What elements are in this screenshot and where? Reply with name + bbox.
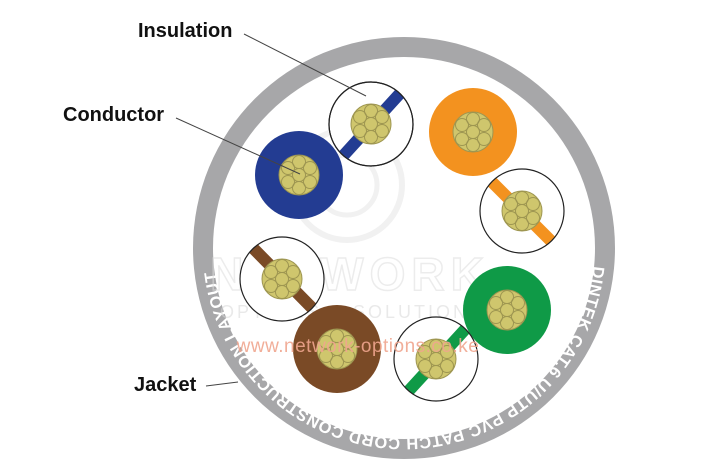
conductor-leader-line xyxy=(175,117,301,175)
blue-solid-wire xyxy=(255,131,343,219)
jacket-leader-line xyxy=(205,381,239,387)
insulation-leader-line xyxy=(243,33,367,97)
brown-striped-wire xyxy=(239,236,325,322)
blue-striped-wire xyxy=(328,81,414,167)
insulation-label: Insulation xyxy=(138,20,233,42)
jacket-label: Jacket xyxy=(134,374,197,396)
orange-striped-wire xyxy=(479,168,565,254)
conductor-label: Conductor xyxy=(63,104,165,126)
orange-solid-wire xyxy=(429,88,517,176)
green-striped-wire xyxy=(393,316,479,402)
brown-solid-wire xyxy=(293,305,381,393)
green-solid-wire xyxy=(463,266,551,354)
watermark-url: www.network-options.co.ke xyxy=(236,336,480,357)
